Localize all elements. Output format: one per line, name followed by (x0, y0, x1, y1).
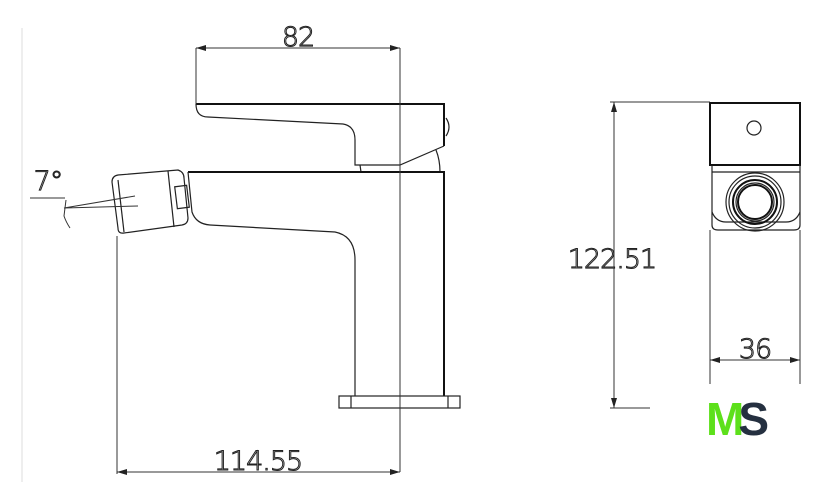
brand-logo: MS (706, 392, 769, 446)
side-knob (746, 120, 762, 136)
dimension-angle: 7° (34, 166, 63, 197)
nozzle-nut (174, 184, 190, 210)
dimension-lines (116, 47, 401, 474)
nozzle-ring-outer (725, 172, 785, 232)
side-view: 122.51 36 (567, 101, 801, 409)
dimension-114-55: 114.55 (214, 446, 302, 477)
spout-outline (187, 171, 356, 396)
logo-m: M (706, 393, 744, 445)
handle-joint (359, 149, 441, 173)
front-view: 82 114.55 7° (30, 22, 461, 478)
dimension-82: 82 (282, 22, 314, 53)
side-body (711, 165, 801, 231)
nozzle (111, 169, 189, 234)
body-outline (188, 171, 445, 396)
handle-top (196, 103, 445, 146)
side-handle (709, 102, 801, 166)
angle-annotation (30, 195, 139, 229)
dimension-36: 36 (739, 334, 771, 365)
nozzle-outlet (737, 184, 773, 220)
dimension-arrows (117, 45, 400, 475)
dimension-122-51: 122.51 (568, 244, 656, 275)
logo-s: S (738, 393, 769, 445)
handle-outline (195, 103, 445, 166)
side-dimension-lines (610, 101, 801, 409)
handle-knob (445, 117, 450, 137)
